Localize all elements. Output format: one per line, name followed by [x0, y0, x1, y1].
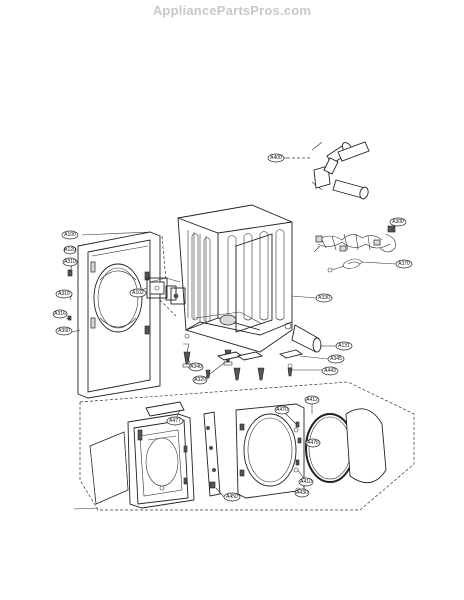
svg-text:A443: A443	[324, 368, 336, 374]
door-outer-panel[interactable]	[89, 431, 129, 505]
callout-A319: A319	[55, 289, 73, 299]
callout-A120: A120	[63, 245, 77, 255]
callout-A470: A470	[274, 405, 290, 415]
svg-text:A477: A477	[169, 418, 181, 424]
svg-text:A300: A300	[392, 219, 404, 225]
callout-A100: A100	[61, 230, 79, 240]
callout-A345: A345	[327, 354, 345, 364]
door-assembly-group[interactable]	[79, 381, 415, 511]
leveling-feet[interactable]	[182, 333, 304, 381]
bracket-parts[interactable]	[146, 235, 186, 317]
svg-text:A370: A370	[398, 261, 410, 267]
svg-text:A131: A131	[338, 343, 350, 349]
svg-text:A100: A100	[64, 232, 76, 238]
callout-A102: A102	[129, 288, 147, 298]
svg-text:A320: A320	[194, 377, 206, 383]
svg-text:A470: A470	[276, 407, 288, 413]
callout-A300: A300	[389, 217, 407, 227]
svg-text:A412: A412	[306, 397, 318, 403]
svg-text:A476: A476	[307, 440, 319, 446]
svg-text:A310: A310	[64, 259, 76, 265]
door-inner-frame[interactable]	[235, 403, 305, 499]
svg-text:A400: A400	[270, 155, 282, 161]
svg-text:A430: A430	[296, 490, 308, 496]
callout-A477: A477	[166, 416, 184, 426]
svg-text:A330: A330	[318, 295, 330, 301]
callout-A412: A412	[304, 395, 320, 405]
door-frame[interactable]	[127, 413, 195, 509]
callout-A476: A476	[305, 438, 321, 448]
door-screws[interactable]	[295, 421, 302, 466]
svg-text:A102: A102	[132, 290, 144, 296]
svg-text:A316: A316	[54, 311, 66, 317]
callout-A340: A340	[188, 362, 204, 372]
callout-A310: A310	[62, 257, 78, 267]
svg-text:A120: A120	[64, 247, 76, 253]
callout-A390: A390	[55, 326, 73, 336]
callout-A443: A443	[321, 366, 339, 376]
callout-A320: A320	[192, 375, 208, 385]
callout-A410: A410	[298, 477, 314, 487]
wire-harness[interactable]	[313, 225, 396, 273]
watermark: AppliancePartsPros.com	[152, 3, 312, 18]
callout-A400: A400	[267, 153, 285, 163]
callout-A370: A370	[395, 259, 413, 269]
callout-A330: A330	[315, 293, 333, 303]
callout-A430: A430	[294, 488, 310, 498]
svg-text:A410: A410	[300, 479, 312, 485]
cabinet[interactable]	[177, 204, 322, 353]
door-trim-strip[interactable]	[145, 401, 185, 417]
callout-A450: A450	[223, 492, 241, 502]
exhaust-duct-kit[interactable]	[287, 141, 370, 200]
svg-text:A345: A345	[330, 356, 342, 362]
svg-text:A319: A319	[58, 291, 70, 297]
door-inner-liner[interactable]	[345, 408, 387, 484]
svg-text:A450: A450	[226, 494, 238, 500]
svg-text:A390: A390	[58, 328, 70, 334]
front-panel[interactable]	[67, 231, 161, 399]
svg-text:A340: A340	[190, 364, 202, 370]
door-hinge-bar[interactable]	[203, 411, 221, 497]
callout-A131: A131	[335, 341, 353, 351]
callout-A316: A316	[52, 309, 68, 319]
